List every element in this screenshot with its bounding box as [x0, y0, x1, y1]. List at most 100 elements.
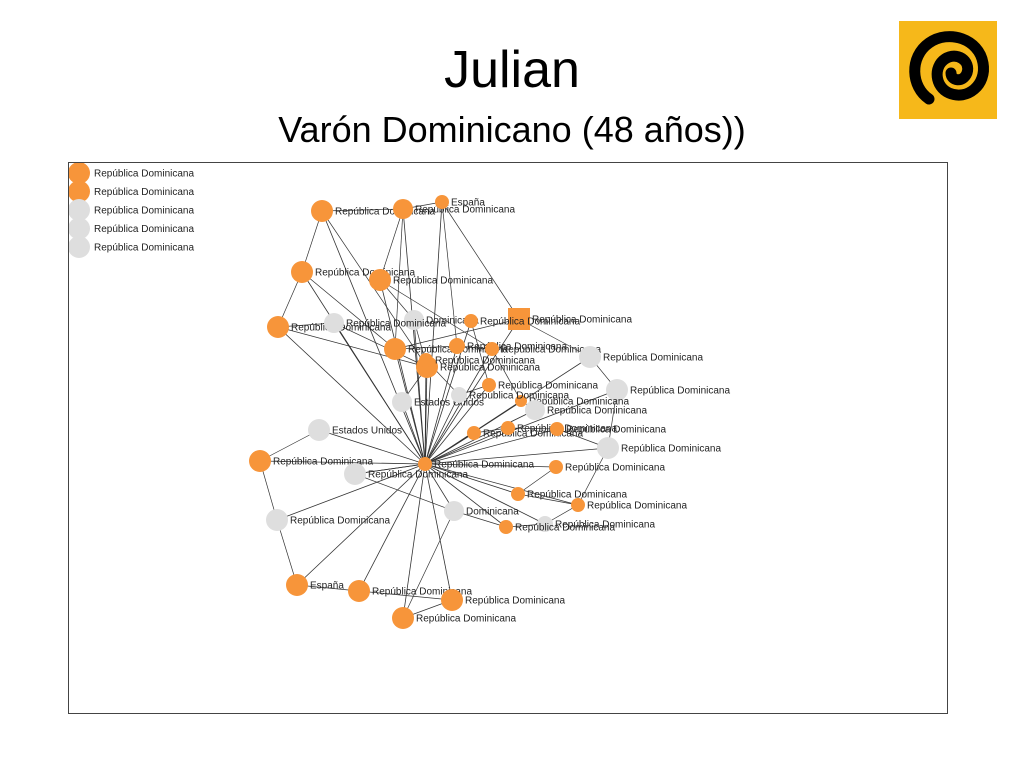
graph-node — [311, 200, 333, 222]
node-label: República Dominicana — [315, 268, 415, 279]
graph-edge — [517, 493, 579, 506]
node-label: República Dominicana — [483, 429, 583, 440]
legend-marker — [69, 217, 90, 240]
graph-edge — [517, 466, 557, 495]
node-label: República Dominicana — [498, 381, 598, 392]
graph-edge — [470, 320, 490, 386]
graph-node — [419, 353, 433, 367]
graph-edge — [401, 401, 426, 465]
graph-edge — [333, 322, 428, 368]
graph-node — [449, 338, 465, 354]
node-label: República Dominicana — [434, 460, 534, 471]
graph-node — [579, 346, 601, 368]
graph-node — [549, 460, 563, 474]
slide-subtitle: Varón Dominicano (48 años)) — [278, 109, 746, 150]
graph-edge — [321, 208, 404, 212]
graph-edge — [259, 429, 320, 462]
graph-edge — [277, 326, 426, 465]
graph-edge — [379, 208, 404, 281]
node-label: República Dominicana — [435, 356, 535, 367]
graph-edge — [402, 510, 455, 619]
graph-edge — [507, 427, 558, 430]
graph-edge — [424, 432, 475, 465]
graph-node — [444, 501, 464, 521]
graph-edge — [424, 463, 557, 468]
graph-node — [441, 589, 463, 611]
node-label: República Dominicana — [630, 386, 730, 397]
graph-edge — [424, 394, 460, 465]
node-label: República Dominicana — [532, 315, 632, 326]
graph-node — [515, 395, 527, 407]
graph-edge — [402, 208, 426, 465]
graph-node — [267, 316, 289, 338]
graph-edge — [424, 389, 618, 465]
graph-edge — [424, 463, 507, 528]
graph-node — [384, 338, 406, 360]
graph-node — [464, 314, 478, 328]
node-label: República Dominicana — [440, 363, 540, 374]
node-label: República Dominicana — [501, 345, 601, 356]
legend-marker — [69, 163, 90, 184]
node-label: República Dominicana — [368, 470, 468, 481]
node-label: República Dominicana — [547, 406, 647, 417]
node-label: República Dominicana — [480, 317, 580, 328]
graph-node — [537, 516, 553, 532]
legend-label: República Dominicana — [94, 206, 194, 217]
graph-edge — [424, 201, 443, 465]
graph-node — [550, 422, 564, 436]
node-label: Dominicana — [426, 316, 479, 327]
graph-node — [369, 269, 391, 291]
graph-edge — [276, 463, 426, 521]
graph-node — [467, 426, 481, 440]
slide-title: Julian — [444, 41, 580, 99]
graph-node — [418, 457, 432, 471]
graph-edge — [491, 348, 522, 402]
graph-edge — [394, 318, 520, 350]
graph-node — [266, 509, 288, 531]
graph-edge — [276, 519, 298, 586]
graph-edge — [394, 208, 404, 350]
graph-edge — [321, 210, 426, 465]
legend-label: República Dominicana — [94, 187, 194, 198]
graph-node — [286, 574, 308, 596]
graph-edge — [358, 463, 426, 592]
graph-edge — [441, 201, 520, 320]
node-label: República Dominicana — [621, 444, 721, 455]
node-label: República Dominicana — [273, 457, 373, 468]
graph-node — [435, 195, 449, 209]
graph-node — [511, 487, 525, 501]
spiral-logo-icon — [899, 21, 997, 119]
graph-edge — [296, 463, 426, 586]
graph-edge — [424, 427, 509, 465]
graph-edge — [358, 590, 453, 601]
node-label: República Dominicana — [393, 276, 493, 287]
node-label: República Dominicana — [335, 207, 435, 218]
graph-edge — [518, 318, 591, 358]
graph-edge — [424, 318, 520, 465]
graph-node — [451, 387, 467, 403]
graph-node — [482, 378, 496, 392]
graph-edge — [424, 348, 493, 465]
graph-node — [308, 419, 330, 441]
graph-node — [597, 437, 619, 459]
graph-edge — [354, 463, 426, 475]
graph-node — [324, 313, 344, 333]
node-label: República Dominicana — [603, 353, 703, 364]
graph-node — [249, 450, 271, 472]
graph-node — [392, 607, 414, 629]
graph-edge — [441, 201, 458, 347]
graph-edge — [379, 279, 493, 350]
legend-label: República Dominicana — [94, 224, 194, 235]
node-label: República Dominicana — [517, 424, 617, 435]
graph-node — [291, 261, 313, 283]
graph-edge — [424, 463, 453, 601]
graph-node — [485, 342, 499, 356]
graph-edge — [354, 473, 455, 512]
legend-marker — [69, 236, 90, 258]
graph-edge — [424, 463, 579, 506]
node-label: República Dominicana — [372, 587, 472, 598]
graph-edge — [424, 409, 536, 465]
graph-node — [501, 421, 515, 435]
graph-edges — [259, 201, 618, 619]
